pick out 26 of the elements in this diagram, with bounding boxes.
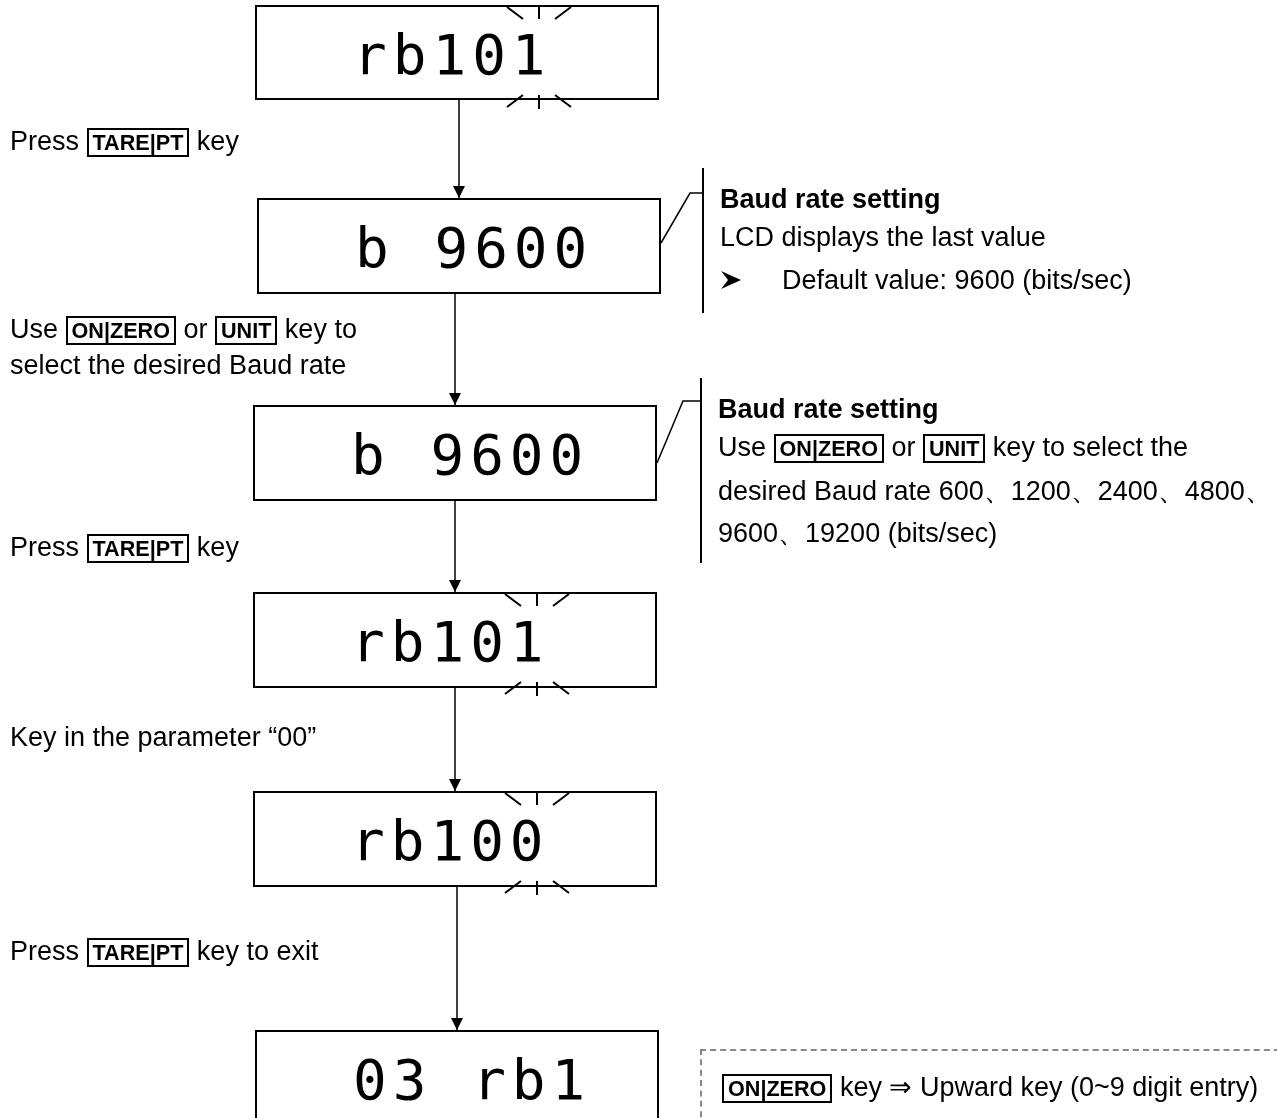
arrow [449,293,461,406]
display-readout: rb100 [351,813,550,869]
leader-line [660,192,703,244]
lcd-display [253,405,657,501]
step-instruction: Press TARE|PT key to exit [10,935,320,969]
display-readout: rb101 [353,27,552,83]
display-readout: b 9600 [355,220,594,276]
arrow [449,500,461,593]
step-instruction: Press TARE|PT key [10,125,240,159]
step-instruction: Key in the parameter “00” [10,721,318,754]
callout-text: Default value: 9600 (bits/sec) [782,264,1132,297]
callout-heading: Baud rate setting [718,393,940,426]
display-readout: 03 rb1 [353,1052,592,1108]
arrow [453,99,465,199]
callout-text: LCD displays the last value [720,221,1047,254]
display-readout: b 9600 [351,427,590,483]
display-readout: rb101 [351,614,550,670]
callout-heading: Baud rate setting [720,183,942,216]
lcd-display [257,198,661,294]
arrow [449,687,461,792]
callout-text: Use ON|ZERO or UNIT key to select the desired Baud rate 600、1200、2400、4800、9600、19200 (bits/sec) [718,431,1273,550]
step-instruction: Use ON|ZERO or UNIT key to select the desired Baud rate [10,313,358,382]
arrow [451,886,463,1031]
step-instruction: Press TARE|PT key [10,531,240,565]
note-text: ON|ZERO key ⇒ Upward key (0~9 digit entry) [722,1069,1277,1107]
lcd-display [255,1030,659,1118]
